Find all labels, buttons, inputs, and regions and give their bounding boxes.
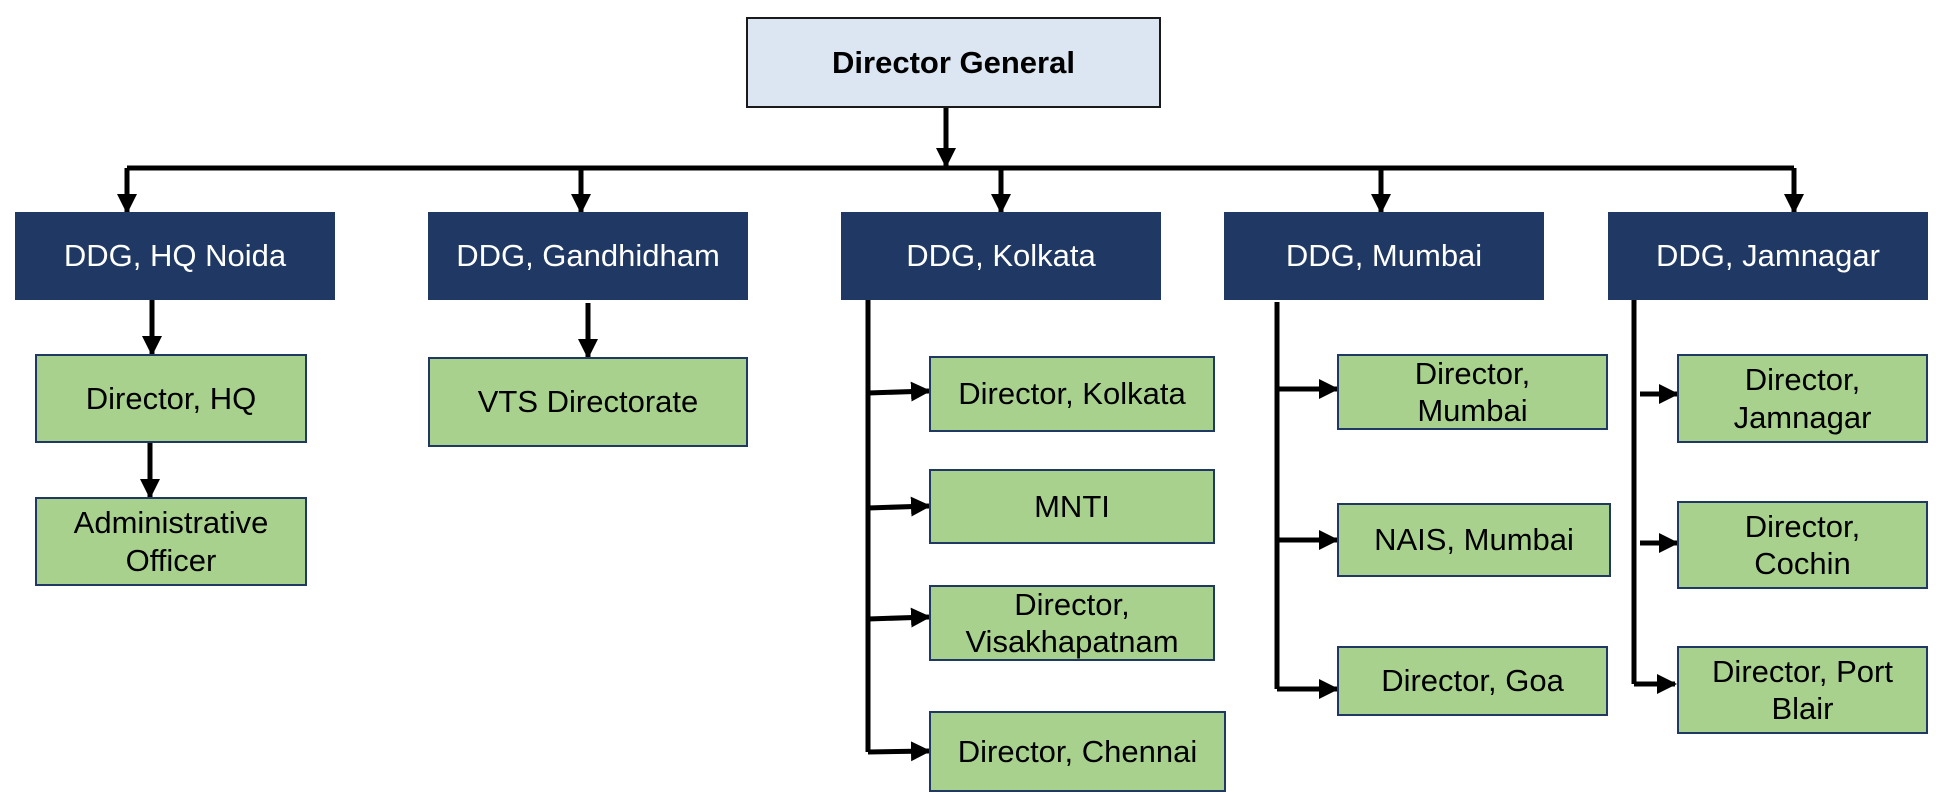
nais-mumbai-label: NAIS, Mumbai <box>1374 522 1574 558</box>
director-port-blair-box: Director, Port Blair <box>1677 646 1928 734</box>
administrative-officer-label: Administrative Officer <box>73 505 269 578</box>
vts-directorate-box: VTS Directorate <box>428 357 748 447</box>
director-port-blair-label: Director, Port Blair <box>1712 653 1893 726</box>
ddg-jamnagar-label: DDG, Jamnagar <box>1656 238 1880 274</box>
director-visakhapatnam-box: Director, Visakhapatnam <box>929 585 1215 661</box>
director-general-label: Director General <box>832 44 1075 80</box>
nais-mumbai-box: NAIS, Mumbai <box>1337 503 1611 577</box>
director-hq-box: Director, HQ <box>35 354 307 443</box>
kolkata-branch-2 <box>867 496 931 517</box>
ddg-kolkata-label: DDG, Kolkata <box>906 238 1096 274</box>
ddg-hq-noida-label: DDG, HQ Noida <box>63 238 287 274</box>
director-goa-box: Director, Goa <box>1337 646 1608 716</box>
director-chennai-label: Director, Chennai <box>957 733 1198 769</box>
mnti-box: MNTI <box>929 469 1215 544</box>
kolkata-branch-4 <box>867 741 931 762</box>
director-kolkata-box: Director, Kolkata <box>929 356 1215 432</box>
ddg-gandhidham-box: DDG, Gandhidham <box>428 212 748 300</box>
director-cochin-box: Director, Cochin <box>1677 501 1928 589</box>
administrative-officer-box: Administrative Officer <box>35 497 307 586</box>
director-general-box: Director General <box>746 17 1161 108</box>
director-mumbai-label: Director, Mumbai <box>1414 355 1531 428</box>
ddg-hq-noida-box: DDG, HQ Noida <box>15 212 335 300</box>
director-visakhapatnam-label: Director, Visakhapatnam <box>965 586 1179 659</box>
director-mumbai-box: Director, Mumbai <box>1337 354 1608 430</box>
ddg-gandhidham-label: DDG, Gandhidham <box>456 238 720 274</box>
ddg-mumbai-box: DDG, Mumbai <box>1224 212 1544 300</box>
ddg-kolkata-box: DDG, Kolkata <box>841 212 1161 300</box>
vts-directorate-label: VTS Directorate <box>477 384 699 420</box>
director-cochin-label: Director, Cochin <box>1744 508 1861 581</box>
kolkata-branch-3 <box>867 607 931 628</box>
director-kolkata-label: Director, Kolkata <box>958 376 1186 412</box>
director-jamnagar-label: Director, Jamnagar <box>1733 362 1872 435</box>
kolkata-branch-1 <box>867 381 931 402</box>
director-chennai-box: Director, Chennai <box>929 711 1226 792</box>
ddg-jamnagar-box: DDG, Jamnagar <box>1608 212 1928 300</box>
mnti-label: MNTI <box>1034 488 1110 524</box>
director-hq-label: Director, HQ <box>85 380 257 416</box>
director-jamnagar-box: Director, Jamnagar <box>1677 354 1928 443</box>
director-goa-label: Director, Goa <box>1381 663 1564 699</box>
ddg-mumbai-label: DDG, Mumbai <box>1285 238 1483 274</box>
